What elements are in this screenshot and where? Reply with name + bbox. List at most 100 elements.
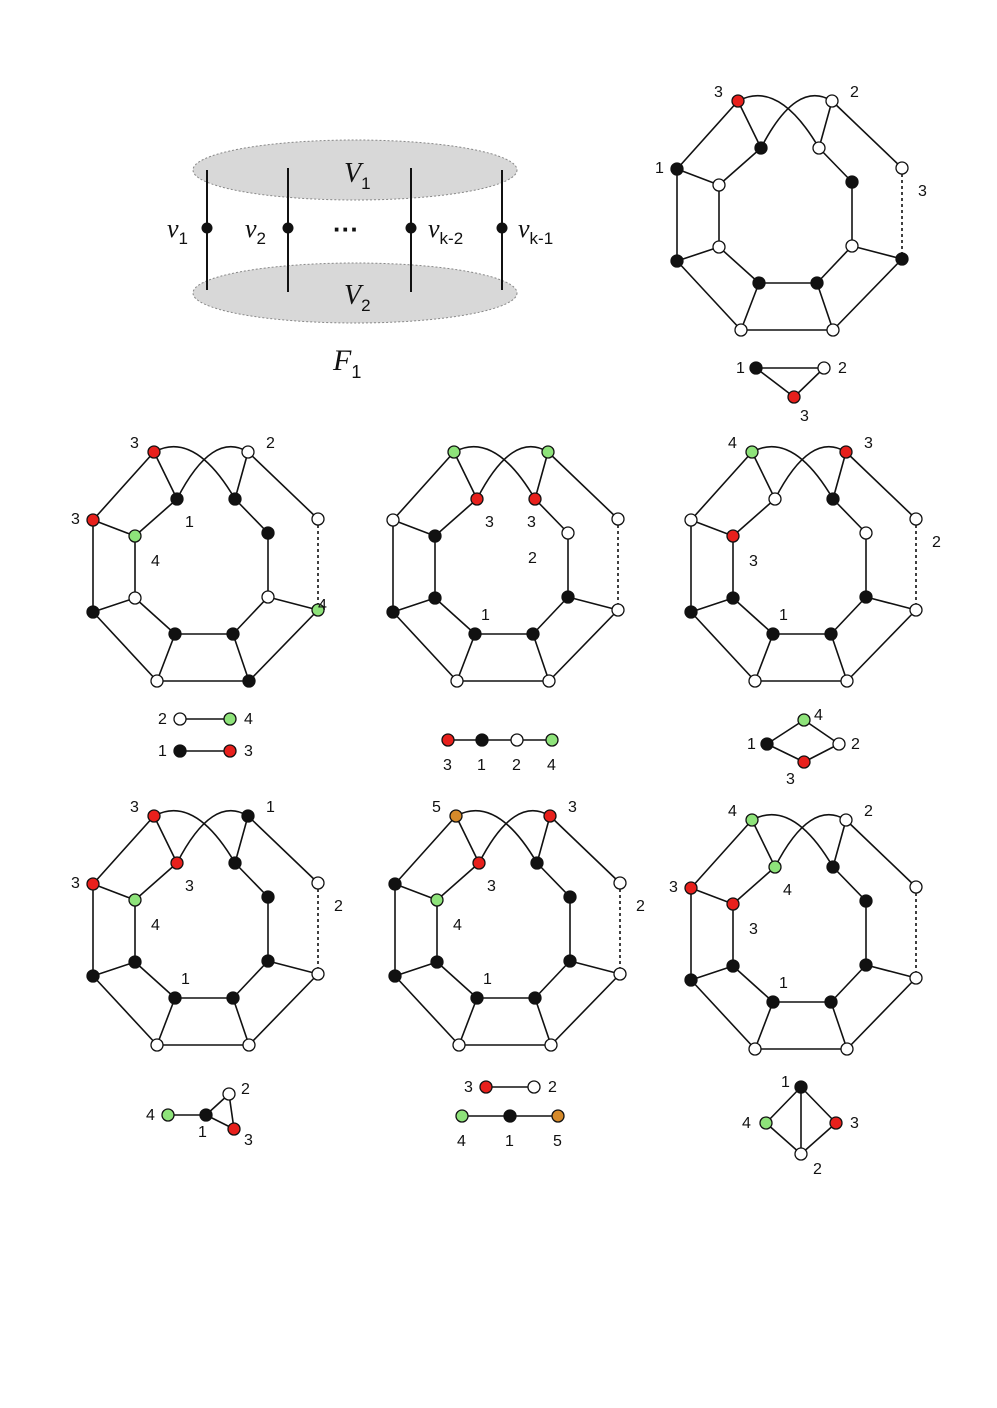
graph-vertex <box>745 813 759 827</box>
graph-vertex <box>470 492 484 506</box>
graph-vertex <box>430 893 444 907</box>
small-vertex-label: 2 <box>241 1081 250 1098</box>
graph-vertex <box>752 276 766 290</box>
graph-vertex <box>241 809 255 823</box>
graph-edge <box>453 451 478 500</box>
small-vertex <box>817 361 831 375</box>
graph-edge <box>92 519 136 537</box>
graph-edge <box>690 819 753 889</box>
graph-edge <box>567 596 619 611</box>
graph-vertex-label: 4 <box>151 917 160 934</box>
graph-vertex-label: 3 <box>71 875 80 892</box>
graph-edge <box>676 260 742 331</box>
graph-edge <box>394 961 438 977</box>
small-edge <box>800 1086 837 1124</box>
graph-vertex <box>450 674 464 688</box>
graph-vertex <box>452 1038 466 1052</box>
graph-vertex <box>430 955 444 969</box>
graph-edge <box>832 866 867 902</box>
graph-vertex <box>86 513 100 527</box>
graph-edge <box>534 451 549 500</box>
graph-vertex <box>726 529 740 543</box>
graph-arc <box>476 445 549 500</box>
graph-vertex <box>386 513 400 527</box>
graph-vertex <box>768 860 782 874</box>
graph-vertex <box>825 94 839 108</box>
graph-vertex-label: 5 <box>432 799 441 816</box>
graph-vertex <box>766 995 780 1009</box>
graph-edge <box>232 633 250 682</box>
graph-vertex <box>859 526 873 540</box>
graph-vertex <box>86 877 100 891</box>
graph-edge <box>392 519 436 537</box>
graph-vertex <box>528 991 542 1005</box>
graph-edge <box>267 960 319 975</box>
graph-edge <box>232 596 269 635</box>
graph-edge <box>234 862 269 898</box>
graph-arc <box>176 809 249 864</box>
small-vertex-label: 3 <box>244 1132 253 1149</box>
small-vertex <box>527 1080 541 1094</box>
graph-vertex-label: 3 <box>527 514 536 531</box>
graph-vertex-label: 3 <box>669 879 678 896</box>
graph-vertex <box>311 967 325 981</box>
small-vertex-label: 2 <box>548 1079 557 1096</box>
graph-edge <box>92 597 136 613</box>
small-vertex <box>832 737 846 751</box>
small-vertex <box>455 1109 469 1123</box>
graph-vertex <box>824 995 838 1009</box>
graph-vertex <box>241 445 255 459</box>
graph-vertex <box>731 94 745 108</box>
graph-vertex <box>541 445 555 459</box>
graph-edge <box>832 819 847 868</box>
graph-vertex <box>261 954 275 968</box>
graph-edge <box>754 633 774 682</box>
f1-vertex-1 <box>201 222 213 234</box>
graph-vertex-label: 1 <box>181 971 190 988</box>
graph-vertex <box>670 162 684 176</box>
small-edge <box>793 367 825 398</box>
graph-edge <box>830 964 867 1003</box>
graph-edge <box>153 815 178 864</box>
small-vertex <box>510 733 524 747</box>
small-vertex-label: 1 <box>505 1133 514 1150</box>
graph-vertex <box>563 954 577 968</box>
graph-vertex-label: 1 <box>481 607 490 624</box>
graph-edge <box>690 611 756 682</box>
graph-vertex <box>128 893 142 907</box>
graph-edge <box>536 815 551 864</box>
small-vertex-label: 4 <box>146 1107 155 1124</box>
graph-edge <box>134 597 176 635</box>
small-vertex-label: 2 <box>851 736 860 753</box>
graph-edge <box>394 975 460 1046</box>
graph-vertex <box>748 674 762 688</box>
graph-vertex <box>150 674 164 688</box>
graph-edge <box>394 815 457 885</box>
small-vertex-label: 3 <box>800 408 809 425</box>
graph-vertex-label: 4 <box>728 803 737 820</box>
graph-edge <box>754 1001 774 1050</box>
graph-edge <box>732 597 774 635</box>
graph-edge <box>134 961 176 999</box>
graph-edge <box>534 960 571 999</box>
graph-edge <box>830 1001 848 1050</box>
small-vertex-label: 4 <box>244 711 253 728</box>
graph-edge <box>676 168 720 186</box>
graph-vertex <box>528 492 542 506</box>
graph-edge <box>816 282 834 331</box>
graph-edge <box>816 245 853 284</box>
graph-edge <box>676 246 720 262</box>
graph-arc <box>455 809 538 864</box>
graph-vertex <box>311 603 325 617</box>
graph-vertex <box>428 591 442 605</box>
graph-edge <box>234 498 269 534</box>
graph-vertex <box>261 890 275 904</box>
small-vertex-label: 1 <box>158 743 167 760</box>
graph-vertex <box>859 590 873 604</box>
small-vertex-label: 2 <box>838 360 847 377</box>
